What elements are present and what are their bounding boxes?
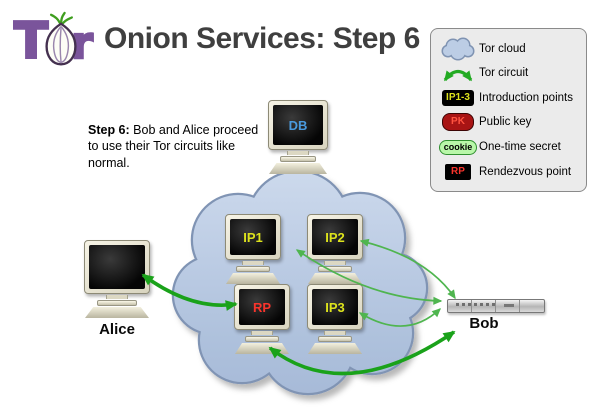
legend-label: Tor cloud <box>479 42 526 55</box>
legend-label: Tor circuit <box>479 67 529 80</box>
legend-row-introduction-points: IP1-3 Introduction points <box>437 86 580 111</box>
tor-circuit-icon <box>437 64 479 83</box>
bob-label: Bob <box>469 315 499 332</box>
ip1-computer: IP1 <box>223 214 283 284</box>
legend-row-tor-cloud: Tor cloud <box>437 36 580 61</box>
rendezvous-point-badge: RP <box>437 163 479 180</box>
db-computer: DB <box>266 100 330 174</box>
legend-label: Rendezvous point <box>479 165 572 178</box>
alice-screen <box>89 245 145 289</box>
ip3-screen-label: IP3 <box>312 289 358 325</box>
tor-cloud-icon <box>437 36 479 61</box>
step-description: Step 6: Bob and Alice proceed to use the… <box>88 122 260 171</box>
page-title: Onion Services: Step 6 <box>104 22 420 55</box>
onion-icon <box>45 11 77 66</box>
ip1-monitor: IP1 <box>225 214 281 260</box>
ip3-monitor: IP3 <box>307 284 363 330</box>
ip2-monitor: IP2 <box>307 214 363 260</box>
legend-row-one-time-secret: cookie One-time secret <box>437 135 580 160</box>
ip1-screen-label: IP1 <box>230 219 276 255</box>
ip3-computer: IP3 <box>305 284 365 354</box>
step-text: Bob and Alice proceed to use their Tor c… <box>88 123 259 170</box>
circuit-arrow-bob-ip3 <box>358 308 441 327</box>
one-time-secret-badge: cookie <box>437 139 479 155</box>
rp-monitor: RP <box>234 284 290 330</box>
rp-computer: RP <box>232 284 292 354</box>
ip2-computer: IP2 <box>305 214 365 284</box>
legend-label: Introduction points <box>479 91 573 104</box>
legend-row-rendezvous-point: RP Rendezvous point <box>437 159 580 184</box>
legend-label: Public key <box>479 116 532 129</box>
public-key-badge: PK <box>437 113 479 132</box>
legend-label: One-time secret <box>479 141 561 154</box>
tor-logo-letter-t: T <box>13 12 50 70</box>
rp-screen-label: RP <box>239 289 285 325</box>
alice-label: Alice <box>99 321 135 338</box>
db-monitor: DB <box>268 100 328 150</box>
bob-server <box>447 299 545 313</box>
alice-monitor <box>84 240 150 294</box>
db-screen-label: DB <box>273 105 323 145</box>
ip2-screen-label: IP2 <box>312 219 358 255</box>
legend-row-public-key: PK Public key <box>437 110 580 135</box>
alice-computer: Alice <box>83 240 151 338</box>
legend-box: Tor cloud Tor circuit IP1-3 Introducti <box>430 28 587 192</box>
introduction-points-badge: IP1-3 <box>437 89 479 106</box>
tor-logo: T r <box>13 8 94 70</box>
step-number: Step 6: <box>88 123 130 137</box>
circuit-arrow-bob-ip2 <box>359 238 456 300</box>
legend-row-tor-circuit: Tor circuit <box>437 61 580 86</box>
